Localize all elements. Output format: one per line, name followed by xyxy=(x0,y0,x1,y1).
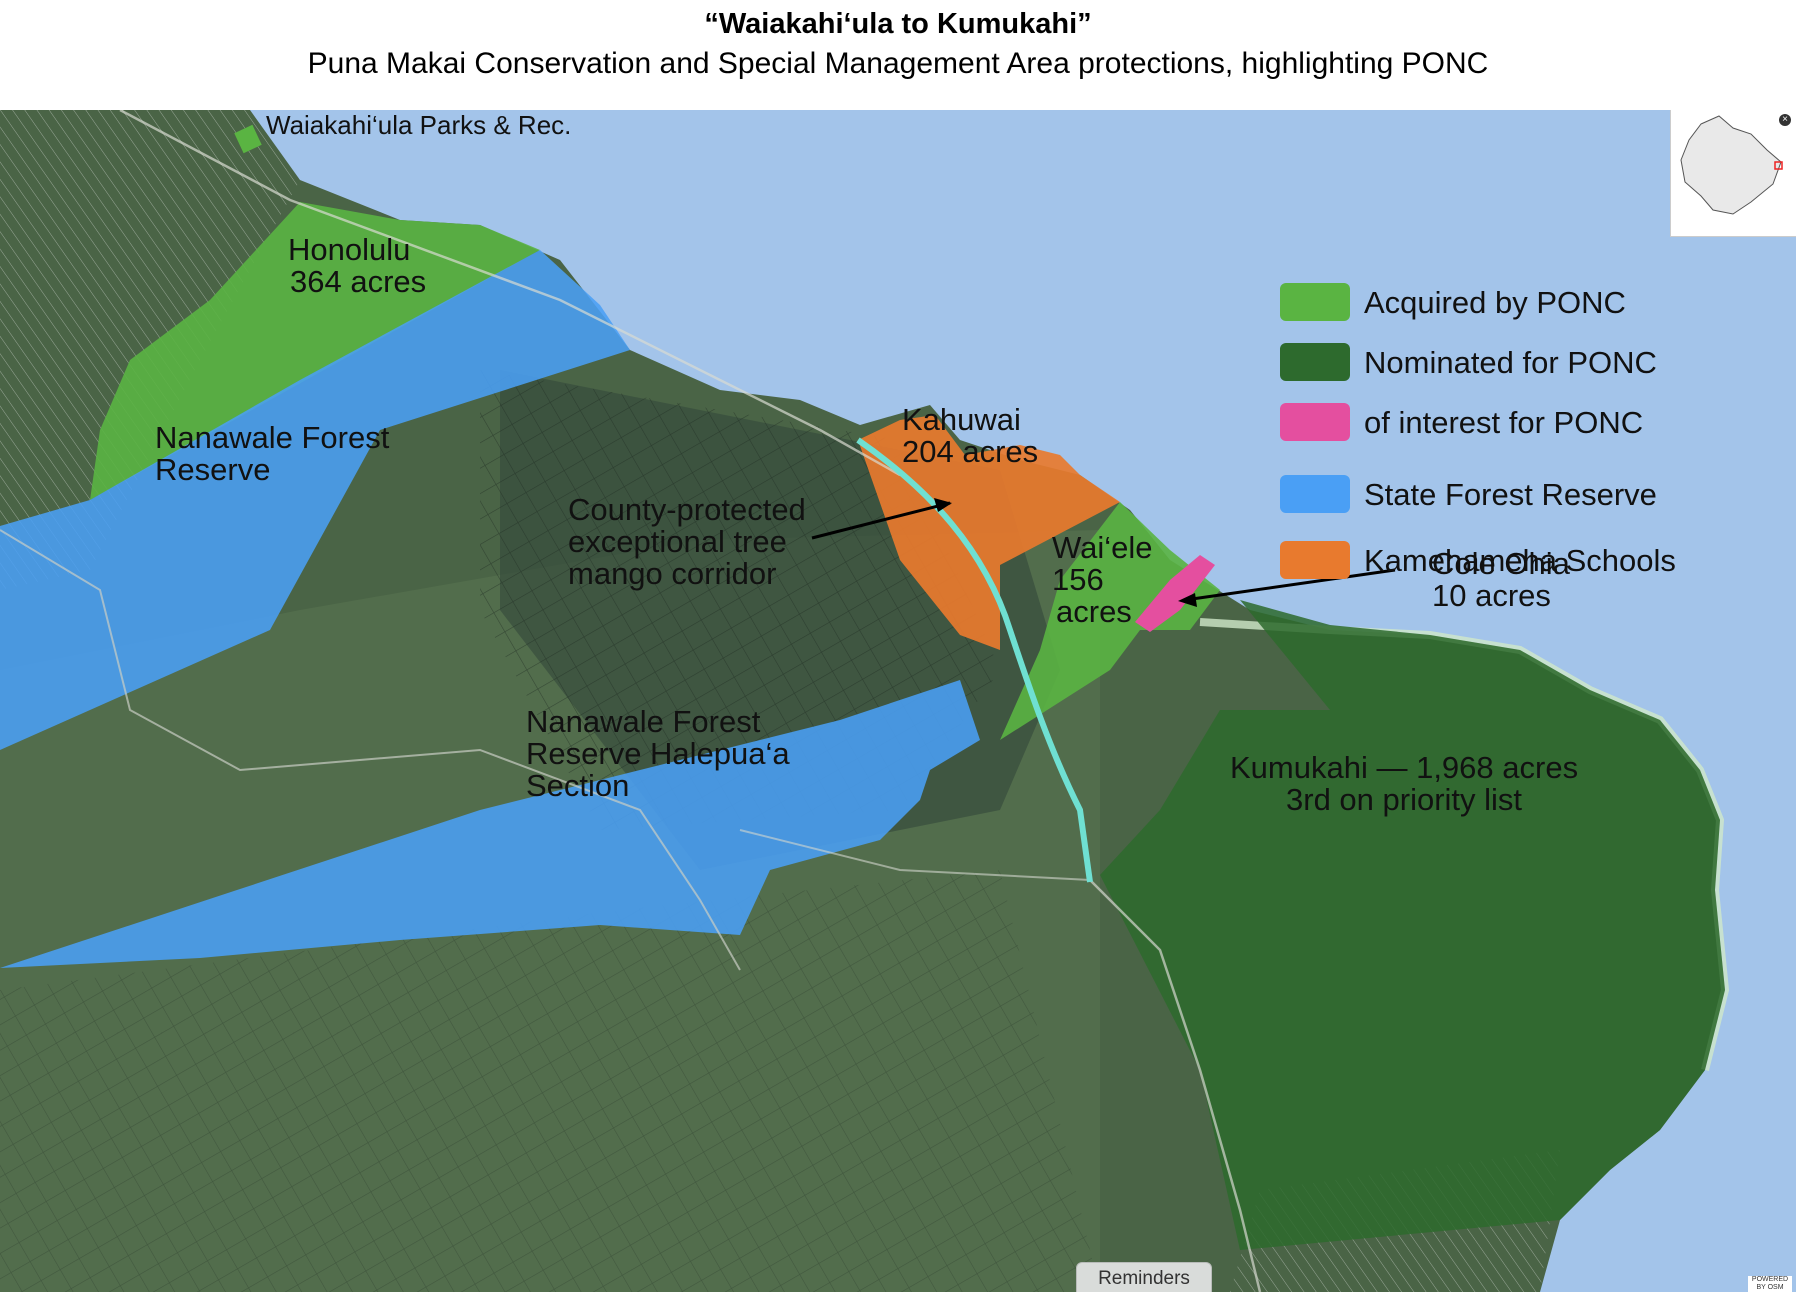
label-corridor-1: County-protected xyxy=(568,492,806,527)
parcel-grid-south xyxy=(0,870,1100,1292)
nanawale-forest-reserve xyxy=(0,250,630,750)
label-cole-1: Cole Ohia xyxy=(1432,546,1570,581)
legend-label-forest: State Forest Reserve xyxy=(1364,477,1657,512)
legend-label-kamehameha: Kamehameha Schools xyxy=(1364,543,1676,578)
label-waiele-2: 156 xyxy=(1052,562,1104,597)
corridor-arrowhead xyxy=(934,498,952,512)
label-kumukahi-1: Kumukahi — 1,968 acres xyxy=(1230,750,1579,785)
map-view[interactable]: Waiakahi‘ula Parks & Rec. Honolulu 364 a… xyxy=(0,110,1796,1292)
label-waiele-1: Wai‘ele xyxy=(1052,530,1153,565)
legend-swatch-acquired xyxy=(1280,283,1350,321)
cole-ohia-parcel xyxy=(1135,555,1215,632)
legend-item-kamehameha: Kamehameha Schools xyxy=(1280,533,1740,593)
legend-swatch-nominated xyxy=(1280,343,1350,381)
label-kahuwai-acres: 204 acres xyxy=(902,434,1039,469)
label-corridor-3: mango corridor xyxy=(568,556,777,591)
label-waiakahiula: Waiakahi‘ula Parks & Rec. xyxy=(266,110,572,140)
locator-inset-map[interactable]: × xyxy=(1670,110,1796,237)
waiakahiula-park xyxy=(234,124,262,154)
label-cole-2: 10 acres xyxy=(1432,578,1551,613)
road-south xyxy=(1089,879,1262,1292)
cole-arrowhead xyxy=(1178,593,1197,607)
label-kumukahi-2: 3rd on priority list xyxy=(1286,782,1523,817)
label-kahuwai-name: Kahuwai xyxy=(902,402,1021,437)
legend-item-forest: State Forest Reserve xyxy=(1280,467,1740,527)
label-halepuaa-2: Reserve Halepua‘a xyxy=(526,736,790,771)
legend-item-nominated: Nominated for PONC xyxy=(1280,335,1740,395)
mango-corridor xyxy=(856,437,1093,883)
road-coastal xyxy=(119,110,901,477)
road-cross xyxy=(739,829,1091,881)
legend-swatch-kamehameha xyxy=(1280,541,1350,579)
legend-label-interest: of interest for PONC xyxy=(1364,405,1644,440)
legend-item-interest: of interest for PONC xyxy=(1280,395,1740,455)
label-halepuaa-1: Nanawale Forest xyxy=(526,704,761,739)
map-subtitle: Puna Makai Conservation and Special Mana… xyxy=(307,47,1489,80)
cole-arrow xyxy=(1184,568,1396,602)
legend-item-acquired: Acquired by PONC xyxy=(1280,275,1740,335)
honolulu-parcel xyxy=(90,202,540,500)
label-waiele-3: acres xyxy=(1056,594,1132,629)
legend-label-acquired: Acquired by PONC xyxy=(1364,285,1626,320)
map-canvas xyxy=(0,110,1796,1292)
legend-swatch-forest xyxy=(1280,475,1350,513)
legend: Acquired by PONC Nominated for PONC of i… xyxy=(1280,275,1740,593)
island-outline-icon xyxy=(1680,115,1783,215)
label-nanawale-1: Nanawale Forest xyxy=(155,420,390,455)
waiele-parcel xyxy=(1000,502,1220,740)
road-inland xyxy=(0,529,741,971)
legend-swatch-interest xyxy=(1280,403,1350,441)
label-corridor-2: exceptional tree xyxy=(568,524,787,559)
corridor-arrow xyxy=(811,501,951,540)
label-honolulu-name: Honolulu xyxy=(288,232,411,267)
close-icon[interactable]: × xyxy=(1779,114,1791,126)
kumukahi-parcel xyxy=(1100,600,1725,1250)
osm-attribution: POWERED BY OSM xyxy=(1748,1276,1792,1292)
halepuaa-section xyxy=(0,680,980,968)
legend-label-nominated: Nominated for PONC xyxy=(1364,345,1657,380)
kahuwai-parcel xyxy=(858,415,1120,650)
label-nanawale-2: Reserve xyxy=(155,452,271,487)
reminders-tab[interactable]: Reminders xyxy=(1076,1262,1212,1292)
label-halepuaa-3: Section xyxy=(526,768,630,803)
map-title: “Waiakahi‘ula to Kumukahi” xyxy=(704,8,1092,40)
label-honolulu-acres: 364 acres xyxy=(290,264,427,299)
title-block: “Waiakahi‘ula to Kumukahi” Puna Makai Co… xyxy=(0,0,1796,110)
